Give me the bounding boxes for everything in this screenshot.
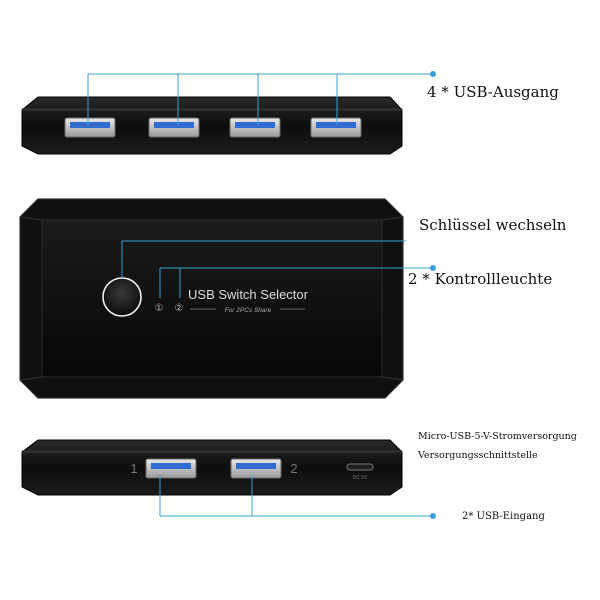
callout-switch-key: Schlüssel wechseln	[419, 216, 567, 234]
dc-label: DC 5V	[353, 475, 368, 481]
callout-usb-inputs-lines	[159, 475, 436, 519]
callout-usb-outputs: 4 * USB-Ausgang	[427, 83, 559, 101]
callout-switch-key-lines	[121, 240, 406, 278]
callout-indicators: 2 * Kontrollleuchte	[408, 270, 553, 288]
device-title: USB Switch Selector	[188, 287, 309, 302]
device-back-view	[21, 96, 403, 155]
usb-output-port-3	[229, 117, 281, 138]
usb-output-port-2	[148, 117, 200, 138]
callout-usb-outputs-lines	[87, 71, 436, 125]
device-subtitle: For 2PCs Share	[225, 307, 272, 314]
callout-dot	[430, 513, 436, 519]
switch-key-button	[102, 277, 142, 317]
callout-micro-usb: Micro-USB-5-V-Stromversorgung	[418, 431, 577, 442]
led-1-label: ①	[155, 303, 164, 314]
device-top-view: ① ② USB Switch Selector For 2PCs Share	[19, 198, 404, 399]
device-front-view: 1 2 DC 5V	[21, 439, 403, 496]
usb-output-port-1	[64, 117, 116, 138]
callout-dot	[430, 71, 436, 77]
usb-output-port-4	[310, 117, 362, 138]
usb-input-port-2	[230, 458, 282, 479]
callout-power-interface: Versorgungsschnittstelle	[418, 450, 538, 461]
led-2-label: ②	[175, 303, 184, 314]
micro-usb-power-port: DC 5V	[346, 463, 374, 481]
callout-usb-inputs: 2* USB-Eingang	[462, 511, 545, 522]
callout-indicators-lines	[159, 265, 436, 298]
port-1-number: 1	[130, 461, 137, 476]
port-2-number: 2	[290, 461, 297, 476]
usb-input-port-1	[145, 458, 197, 479]
callout-dot	[430, 265, 436, 271]
